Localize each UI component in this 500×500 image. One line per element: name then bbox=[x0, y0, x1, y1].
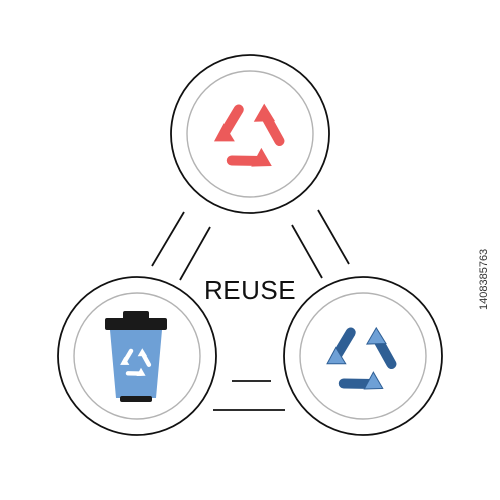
connector-top-left bbox=[151, 211, 211, 281]
bin-lid-handle bbox=[123, 311, 149, 320]
node-top-inner-ring bbox=[186, 70, 314, 198]
recycle-bin-blue-icon bbox=[105, 311, 167, 402]
connector-top-right bbox=[291, 209, 350, 279]
node-top-outer-ring bbox=[170, 54, 330, 214]
node-left-inner-ring bbox=[73, 292, 201, 420]
node-top bbox=[170, 54, 330, 214]
node-right bbox=[283, 276, 443, 436]
node-right-inner-ring bbox=[299, 292, 427, 420]
bin-lid bbox=[105, 318, 167, 330]
center-label: REUSE bbox=[203, 275, 297, 305]
connector-bottom bbox=[213, 380, 285, 411]
stock-id-watermark: 1408385763 bbox=[478, 248, 490, 310]
bin-body bbox=[110, 330, 162, 398]
bin-foot bbox=[120, 396, 152, 402]
node-right-outer-ring bbox=[283, 276, 443, 436]
node-left bbox=[57, 276, 217, 436]
